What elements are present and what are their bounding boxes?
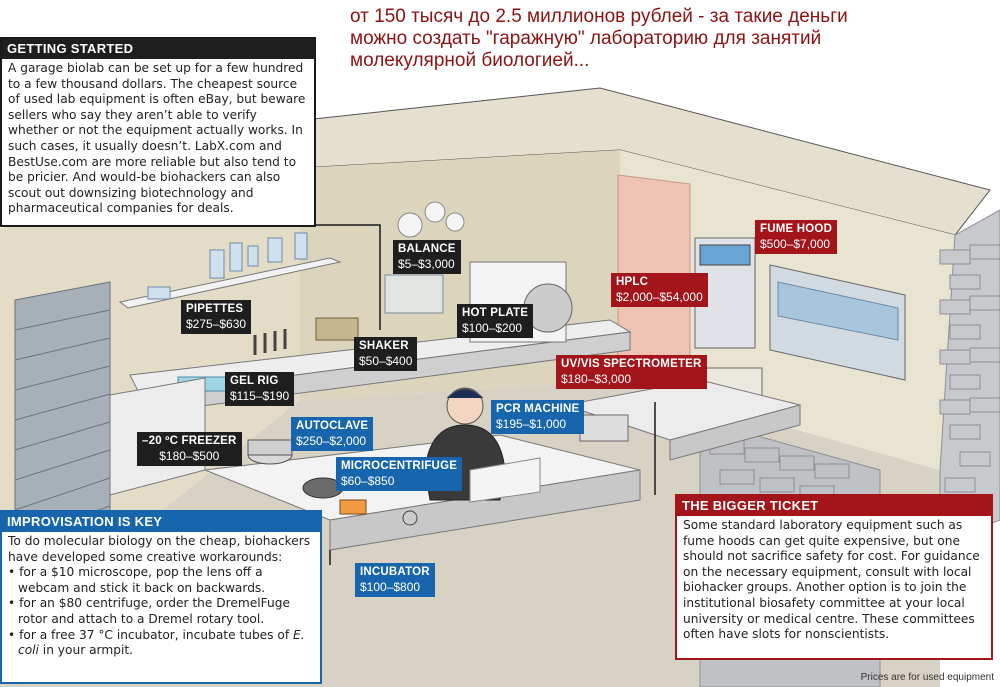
label-pipettes: PIPETTES $275–$630 <box>181 300 252 334</box>
laptop <box>469 457 541 503</box>
label-hplc: HPLC $2,000–$54,000 <box>611 273 708 307</box>
headline-line-3: молекулярной биологией... <box>350 50 590 71</box>
label-shaker: SHAKER $50–$400 <box>354 337 418 371</box>
improvisation-body: To do molecular biology on the cheap, bi… <box>2 532 320 662</box>
pipettes-device <box>253 329 287 355</box>
label-microcentrifuge-price: $60–$850 <box>341 474 395 488</box>
label-uv-vis-price: $180–$3,000 <box>561 372 632 386</box>
footnote: Prices are for used equipment <box>860 672 994 683</box>
label-hplc-name: HPLC <box>616 276 649 288</box>
label-balance-price: $5–$3,000 <box>398 257 455 271</box>
label-hot-plate-price: $100–$200 <box>462 321 523 335</box>
label-shaker-price: $50–$400 <box>359 354 413 368</box>
label-pcr-machine-price: $195–$1,000 <box>496 417 567 431</box>
bigger-ticket-heading: THE BIGGER TICKET <box>677 496 991 516</box>
headline-line-2: можно создать "гаражную" лабораторию для… <box>350 28 822 49</box>
label-balance: BALANCE $5–$3,000 <box>393 240 461 274</box>
label-incubator-price: $100–$800 <box>360 580 421 594</box>
wall-petri-dishes <box>397 201 465 238</box>
label-autoclave-name: AUTOCLAVE <box>296 420 369 432</box>
label-balance-name: BALANCE <box>398 243 456 255</box>
improvisation-item-3-italic: E. coli <box>18 627 305 658</box>
label-hot-plate: HOT PLATE $100–$200 <box>457 304 534 338</box>
label-gel-rig-price: $115–$190 <box>230 389 290 403</box>
autoclave-body <box>247 439 293 456</box>
label-hplc-price: $2,000–$54,000 <box>616 290 703 304</box>
label-pcr-machine: PCR MACHINE $195–$1,000 <box>491 400 585 434</box>
label-gel-rig: GEL RIG $115–$190 <box>225 372 295 406</box>
headline-line-1: от 150 тысяч до 2.5 миллионов рублей - з… <box>350 6 848 27</box>
fume-hood-glass <box>777 281 899 341</box>
improvisation-list: for a $10 microscope, pop the lens off a… <box>8 565 314 659</box>
label-freezer-name: –20 ºC FREEZER <box>142 435 237 447</box>
garage-door <box>14 281 111 586</box>
brick-wall <box>939 209 1000 546</box>
bigger-ticket-body: Some standard laboratory equipment such … <box>683 518 980 642</box>
improvisation-item-incubator: for a free 37 °C incubator, incubate tub… <box>8 628 314 659</box>
improvisation-item-microscope: for a $10 microscope, pop the lens off a… <box>8 565 314 596</box>
label-uv-vis-name: UV/VIS SPECTROMETER <box>561 358 702 370</box>
label-incubator: INCUBATOR $100–$800 <box>355 563 435 597</box>
label-autoclave: AUTOCLAVE $250–$2,000 <box>291 417 374 451</box>
right-bench-front <box>669 404 801 461</box>
bigger-ticket-box: THE BIGGER TICKET Some standard laborato… <box>675 494 993 660</box>
label-hot-plate-name: HOT PLATE <box>462 307 529 319</box>
balance-device <box>384 274 444 314</box>
label-pcr-machine-name: PCR MACHINE <box>496 403 580 415</box>
improvisation-box: IMPROVISATION IS KEY To do molecular bio… <box>0 510 322 684</box>
getting-started-box: GETTING STARTED A garage biolab can be s… <box>0 37 316 227</box>
label-microcentrifuge-name: MICROCENTRIFUGE <box>341 460 458 472</box>
wall-shelf <box>118 257 342 309</box>
label-fume-hood-price: $500–$7,000 <box>760 237 831 251</box>
shelf-bottles <box>147 232 308 300</box>
label-fume-hood: FUME HOOD $500–$7,000 <box>755 220 838 254</box>
label-fume-hood-name: FUME HOOD <box>760 223 833 235</box>
improvisation-intro: To do molecular biology on the cheap, bi… <box>8 534 311 564</box>
hplc-screen <box>699 244 751 266</box>
label-autoclave-price: $250–$2,000 <box>296 434 367 448</box>
label-uv-vis-spectrometer: UV/VIS SPECTROMETER $180–$3,000 <box>556 355 707 389</box>
label-pipettes-name: PIPETTES <box>186 303 244 315</box>
webcam-microscope <box>402 510 418 526</box>
label-freezer: –20 ºC FREEZER $180–$500 <box>137 432 242 466</box>
label-incubator-name: INCUBATOR <box>360 566 430 578</box>
improvisation-item-3-before: for a free 37 °C incubator, incubate tub… <box>19 627 294 642</box>
label-freezer-price: $180–$500 <box>159 449 220 463</box>
improvisation-item-centrifuge: for an $80 centrifuge, order the DremelF… <box>8 596 314 627</box>
pcr-device <box>579 414 629 442</box>
improvisation-heading: IMPROVISATION IS KEY <box>2 512 320 532</box>
getting-started-heading: GETTING STARTED <box>2 39 314 59</box>
russian-headline: от 150 тысяч до 2.5 миллионов рублей - з… <box>350 6 950 72</box>
getting-started-body: A garage biolab can be set up for a few … <box>8 61 306 216</box>
shaker-device <box>315 317 359 341</box>
label-pipettes-price: $275–$630 <box>186 317 247 331</box>
label-gel-rig-name: GEL RIG <box>230 375 279 387</box>
label-shaker-name: SHAKER <box>359 340 409 352</box>
improvisation-item-3-after: in your armpit. <box>38 643 133 658</box>
label-microcentrifuge: MICROCENTRIFUGE $60–$850 <box>336 457 463 491</box>
incubator-device <box>339 499 367 515</box>
